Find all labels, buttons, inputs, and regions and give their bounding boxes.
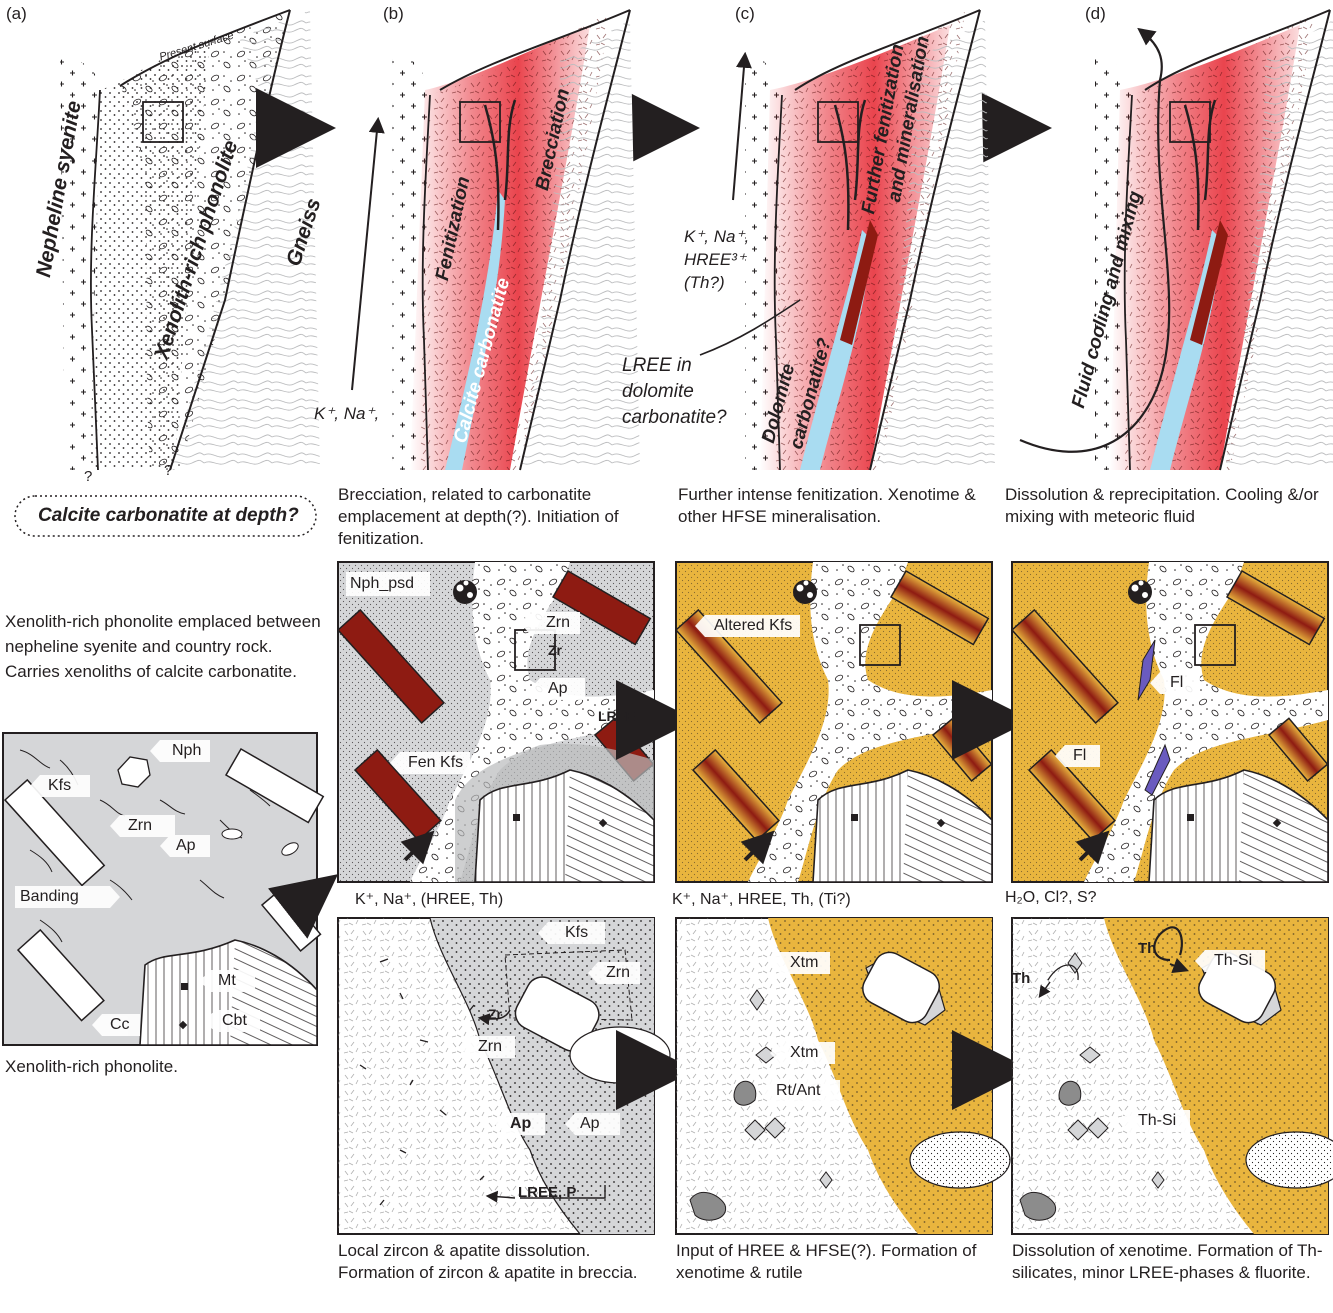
lree-label-3: carbonatite?: [622, 407, 727, 429]
flux-c: K⁺, Na⁺, HREE, Th, (Ti?): [672, 889, 851, 909]
label-th-1: Th: [1012, 970, 1030, 987]
label-zr-b2: Zr: [488, 1006, 502, 1022]
detail-c: [676, 562, 992, 882]
caption-c-top: Further intense fenitization. Xenotime &…: [678, 484, 988, 528]
label-cbt: Cbt: [222, 1012, 247, 1030]
section-b: [352, 10, 640, 470]
zoom-c: [676, 918, 1010, 1234]
label-altered-kfs: Altered Kfs: [714, 617, 792, 635]
panel-letter-c: (c): [735, 4, 755, 24]
panel-letter-d: (d): [1085, 4, 1106, 24]
label-nph-psd: Nph_psd: [350, 575, 414, 593]
caption-d-bottom: Dissolution of xenotime. Formation of Th…: [1012, 1240, 1332, 1284]
caption-a-mid: Xenolith-rich phonolite emplaced between…: [5, 609, 325, 684]
label-zrn-b2: Zrn: [606, 964, 630, 982]
hree-flux-c: HREE³⁺: [684, 250, 746, 270]
label-kfs-b2: Kfs: [565, 924, 588, 942]
label-nph: Nph: [172, 742, 201, 760]
label-kfs: Kfs: [48, 777, 71, 795]
panel-letter-b: (b): [383, 4, 404, 24]
label-cc: Cc: [110, 1016, 130, 1034]
label-banding: Banding: [20, 888, 79, 906]
calcite-depth-callout: Calcite carbonatite at depth?: [38, 505, 299, 527]
label-xtm-1: Xtm: [790, 954, 818, 972]
question-mark-2: ?: [164, 462, 172, 479]
caption-c-bottom: Input of HREE & HFSE(?). Formation of xe…: [676, 1240, 1001, 1284]
lree-label-2: dolomite: [622, 381, 694, 403]
caption-a-bottom: Xenolith-rich phonolite.: [5, 1056, 325, 1078]
k-na-flux-b: K⁺, Na⁺,: [314, 404, 379, 424]
label-lree-p: LREE, P: [518, 1184, 576, 1201]
label-fl-2: Fl: [1073, 747, 1086, 765]
caption-d-top: Dissolution & reprecipitation. Cooling &…: [1005, 484, 1325, 528]
label-th-si-2: Th-Si: [1138, 1112, 1176, 1130]
flux-d: H₂O, Cl?, S?: [1005, 889, 1097, 907]
label-th-si-1: Th-Si: [1214, 952, 1252, 970]
label-ap: Ap: [176, 837, 196, 855]
label-th-2: Th: [1138, 940, 1156, 957]
label-zrn: Zrn: [128, 817, 152, 835]
caption-b-bottom: Local zircon & apatite dissolution. Form…: [338, 1240, 658, 1284]
label-ap-b3: Ap: [580, 1115, 600, 1133]
label-rt-ant: Rt/Ant: [776, 1082, 820, 1100]
zoom-d: [1012, 918, 1333, 1234]
detail-d: [1012, 562, 1328, 882]
panel-letter-a: (a): [6, 4, 27, 24]
k-na-flux-c: K⁺, Na⁺,: [684, 227, 749, 247]
section-d: [1020, 10, 1333, 470]
label-ap-b: Ap: [548, 680, 568, 698]
label-zrn-b3: Zrn: [478, 1038, 502, 1056]
label-xtm-2: Xtm: [790, 1044, 818, 1062]
label-zrn-b: Zrn: [546, 614, 570, 632]
caption-b-top: Brecciation, related to carbonatite empl…: [338, 484, 658, 550]
label-mt: Mt: [218, 972, 236, 990]
label-ap-b2: Ap: [510, 1115, 531, 1133]
label-zr-b: Zr: [548, 642, 562, 658]
label-fl-1: Fl: [1170, 674, 1183, 692]
question-mark-1: ?: [84, 468, 92, 485]
lree-label-1: LREE in: [622, 355, 692, 377]
label-lree-b: LREE: [598, 708, 635, 724]
th-flux-c: (Th?): [684, 273, 725, 293]
label-fen-kfs: Fen Kfs: [408, 754, 463, 772]
flux-b: K⁺, Na⁺, (HREE, Th): [355, 889, 503, 909]
